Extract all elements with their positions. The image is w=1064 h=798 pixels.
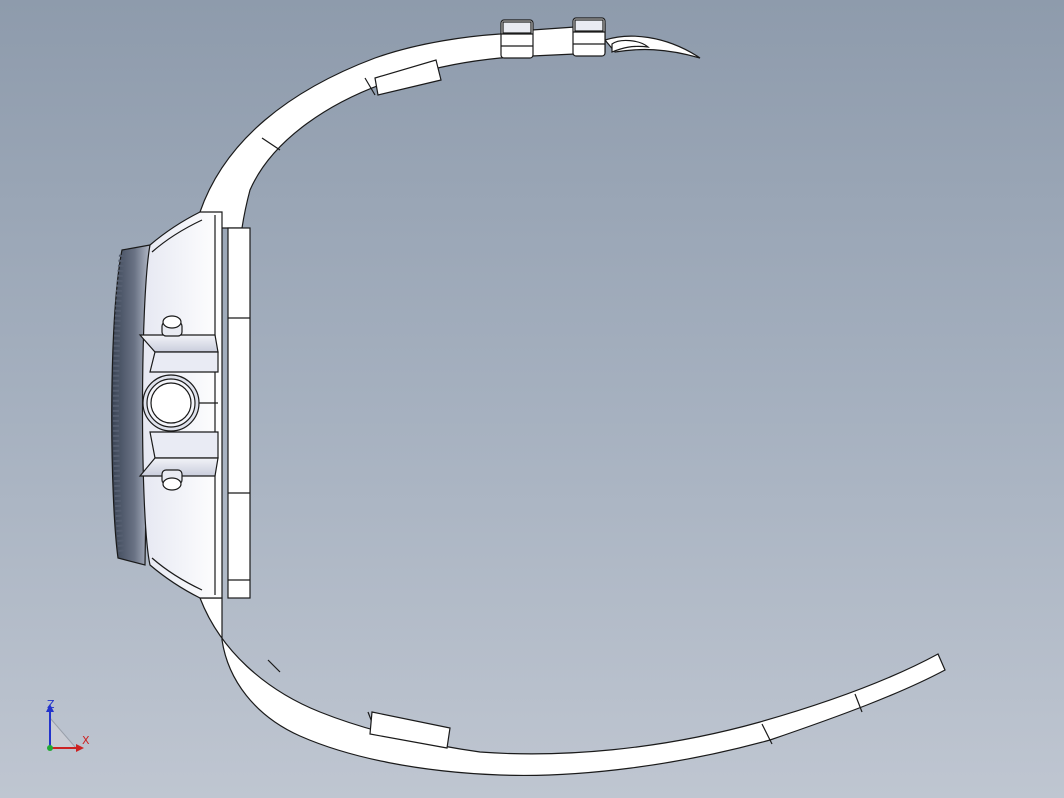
crown-guard-bottom	[138, 431, 219, 477]
triad-graphic	[46, 704, 84, 752]
strap-keeper-2[interactable]	[572, 17, 606, 57]
watch-bezel	[111, 244, 151, 566]
axis-triad: Z X	[38, 696, 98, 756]
strap-keeper-1[interactable]	[500, 19, 534, 59]
crown-guard-top	[138, 334, 219, 373]
upper-strap[interactable]	[199, 23, 701, 229]
pusher-top[interactable]	[161, 315, 183, 337]
x-axis-label: X	[82, 734, 90, 747]
crown[interactable]	[142, 374, 218, 432]
pusher-bottom[interactable]	[161, 469, 183, 491]
strap-spine	[227, 227, 251, 599]
lower-strap[interactable]	[199, 597, 946, 777]
z-axis-label: Z	[47, 698, 55, 711]
